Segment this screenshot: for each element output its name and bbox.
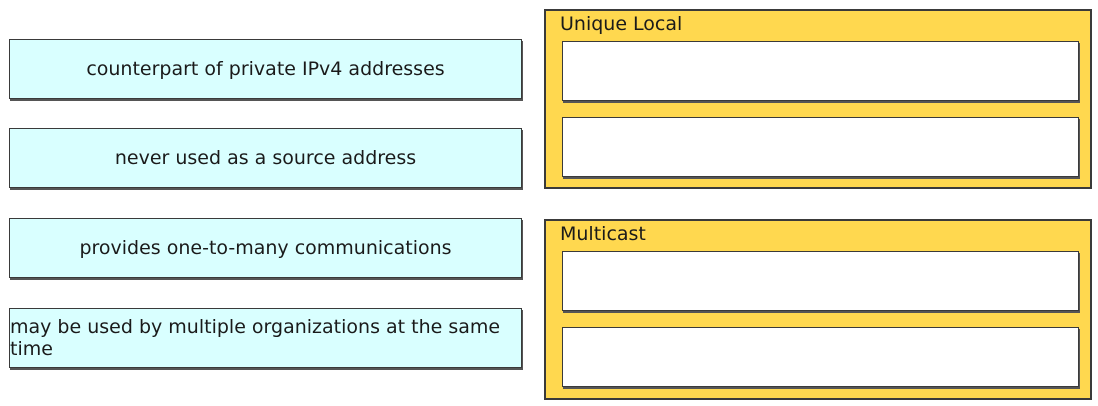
drag-item-label: provides one-to-many communications — [79, 237, 452, 259]
drag-item-never-source[interactable]: never used as a source address — [9, 128, 522, 188]
drag-item-label: never used as a source address — [114, 147, 417, 169]
drag-item-multiple-organizations[interactable]: may be used by multiple organizations at… — [9, 308, 522, 368]
drag-item-label: may be used by multiple organizations at… — [10, 316, 501, 360]
drop-slot-multicast-1[interactable] — [562, 251, 1079, 311]
drop-group-multicast: Multicast — [544, 219, 1092, 400]
drop-slot-unique-local-2[interactable] — [562, 117, 1079, 177]
group-title: Unique Local — [560, 13, 683, 35]
drag-item-private-counterpart[interactable]: counterpart of private IPv4 addresses — [9, 39, 522, 99]
drop-group-unique-local: Unique Local — [544, 9, 1092, 189]
drop-slot-multicast-2[interactable] — [562, 327, 1079, 387]
drop-slot-unique-local-1[interactable] — [562, 41, 1079, 101]
drag-item-label: counterpart of private IPv4 addresses — [86, 58, 445, 80]
group-title: Multicast — [560, 223, 646, 245]
drag-item-one-to-many[interactable]: provides one-to-many communications — [9, 218, 522, 278]
